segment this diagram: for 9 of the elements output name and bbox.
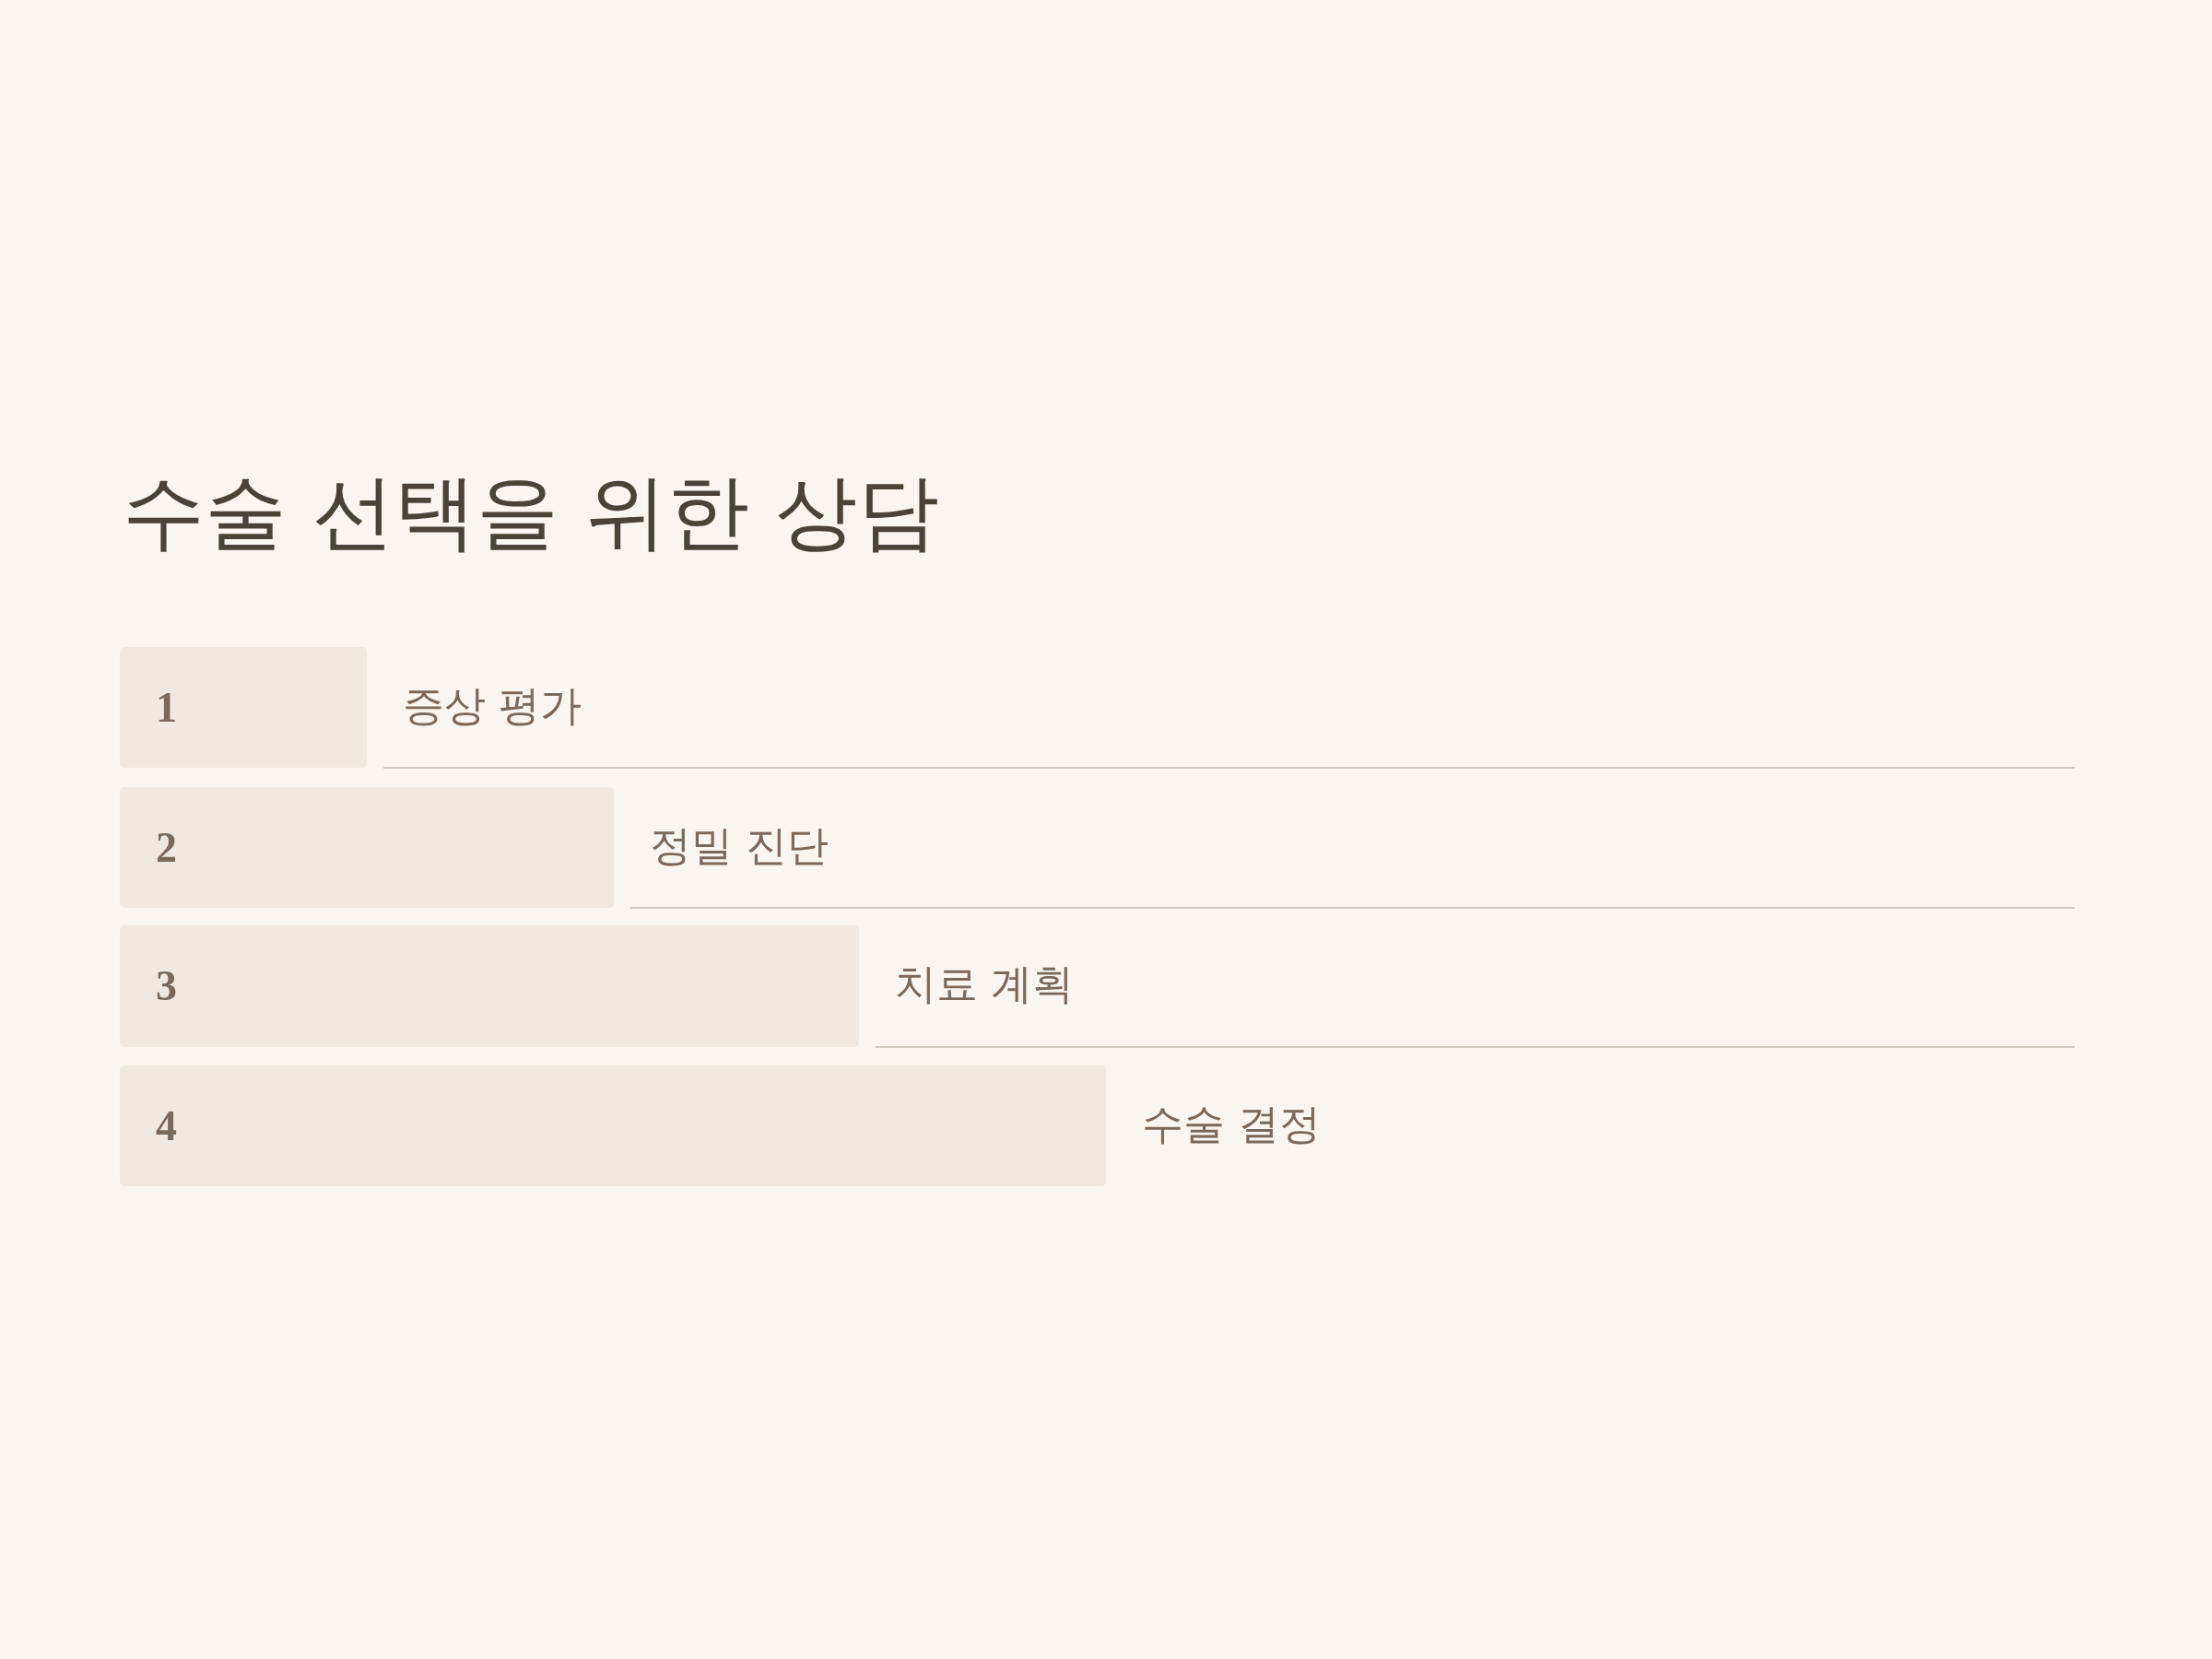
step-number: 3 [156,963,177,1009]
step-label: 정밀 진단 [650,819,830,872]
title: 수술 선택을 위한 상담 [123,463,939,561]
step-label: 수술 결정 [1142,1098,1322,1150]
step-number: 1 [156,684,177,731]
step-number: 4 [156,1102,177,1149]
step-label: 치료 계획 [895,959,1075,1010]
step-label: 증상 평가 [403,679,582,732]
step-number: 2 [156,824,177,871]
